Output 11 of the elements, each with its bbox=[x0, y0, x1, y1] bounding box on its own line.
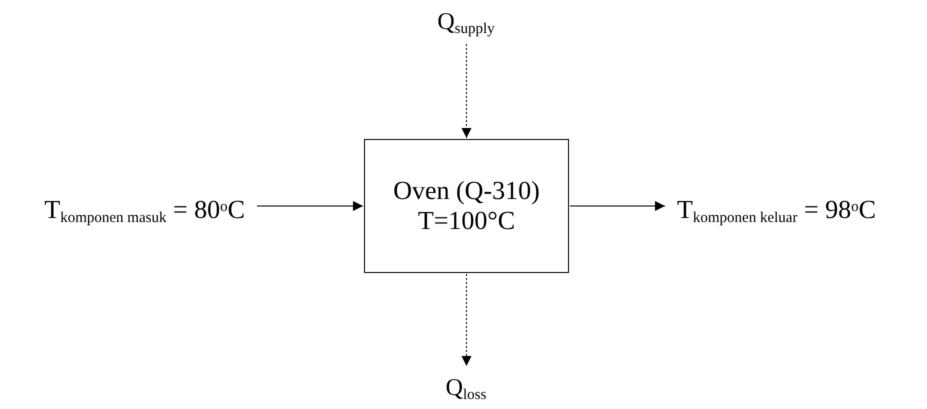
arrow bbox=[256, 201, 364, 211]
box-text: Oven (Q-310) bbox=[393, 176, 540, 206]
arrow bbox=[462, 44, 472, 138]
inlet-label: T$_{komponen masuk}$ = 80$^{o}$C bbox=[44, 195, 245, 224]
arrow bbox=[462, 274, 472, 366]
heat-supply-label: Q$_{supply}$ bbox=[437, 9, 495, 35]
box-text: T=100°C bbox=[418, 206, 516, 236]
heat-loss-label: Q$_{loss}$ bbox=[446, 375, 486, 401]
arrow bbox=[570, 201, 666, 211]
outlet-label: T$_{komponen keluar}$ = 98$^{o}$C bbox=[677, 195, 876, 224]
process-box bbox=[364, 139, 569, 273]
